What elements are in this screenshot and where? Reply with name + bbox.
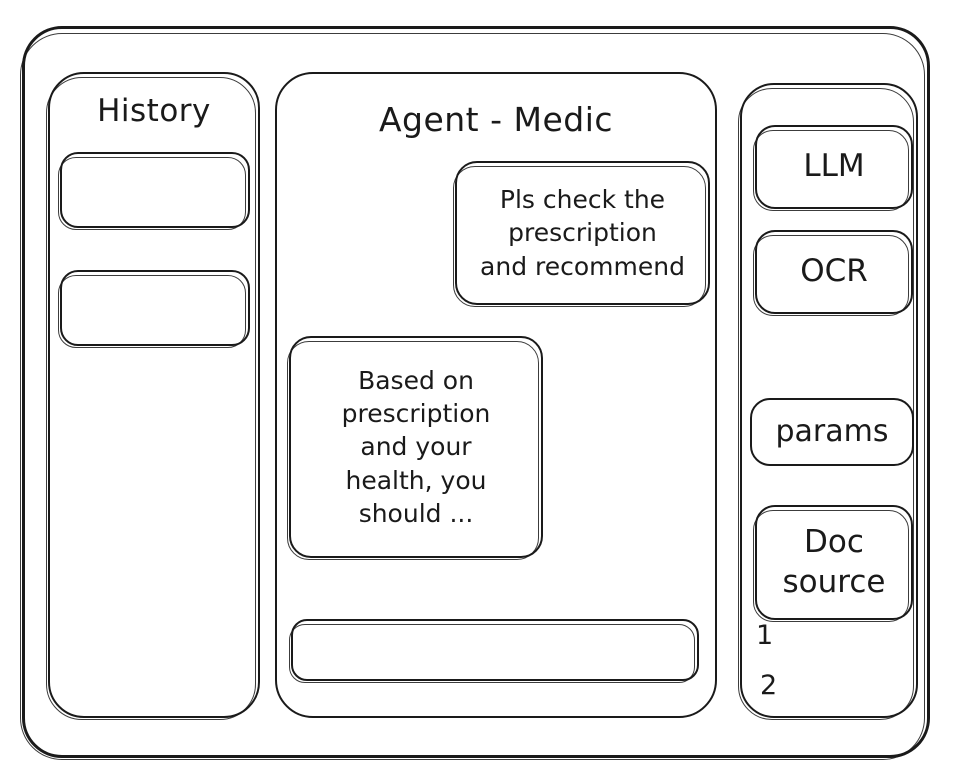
message-line: health, you <box>345 465 487 495</box>
history-list-item[interactable] <box>58 270 250 348</box>
doc-source-reference-1[interactable]: 1 <box>756 620 774 651</box>
tool-button-doc-source[interactable]: Doc source <box>753 505 913 622</box>
message-line: prescription <box>508 218 657 248</box>
history-list-item[interactable] <box>58 152 250 230</box>
message-line: Based on <box>358 365 474 395</box>
message-line: and your <box>360 432 472 462</box>
tool-button-llm[interactable]: LLM <box>753 125 913 211</box>
doc-source-line-1: Doc <box>804 523 864 560</box>
tool-button-ocr[interactable]: OCR <box>753 230 913 316</box>
history-panel-title: History <box>97 93 211 129</box>
message-line: and recommend <box>480 251 685 281</box>
agent-message-bubble: Based on prescription and your health, y… <box>287 336 543 560</box>
message-line: Pls check the <box>499 185 666 215</box>
doc-source-line-2: source <box>782 563 886 600</box>
doc-source-reference-2[interactable]: 2 <box>760 670 778 701</box>
message-line: prescription <box>341 399 491 429</box>
message-composer-input[interactable] <box>289 619 699 683</box>
user-message-bubble: Pls check the prescription and recommend <box>453 161 710 307</box>
agent-chat-panel <box>275 72 717 718</box>
tool-button-params[interactable]: params <box>750 398 914 466</box>
agent-panel-title: Agent - Medic <box>378 100 614 139</box>
message-line: should ... <box>358 498 474 528</box>
